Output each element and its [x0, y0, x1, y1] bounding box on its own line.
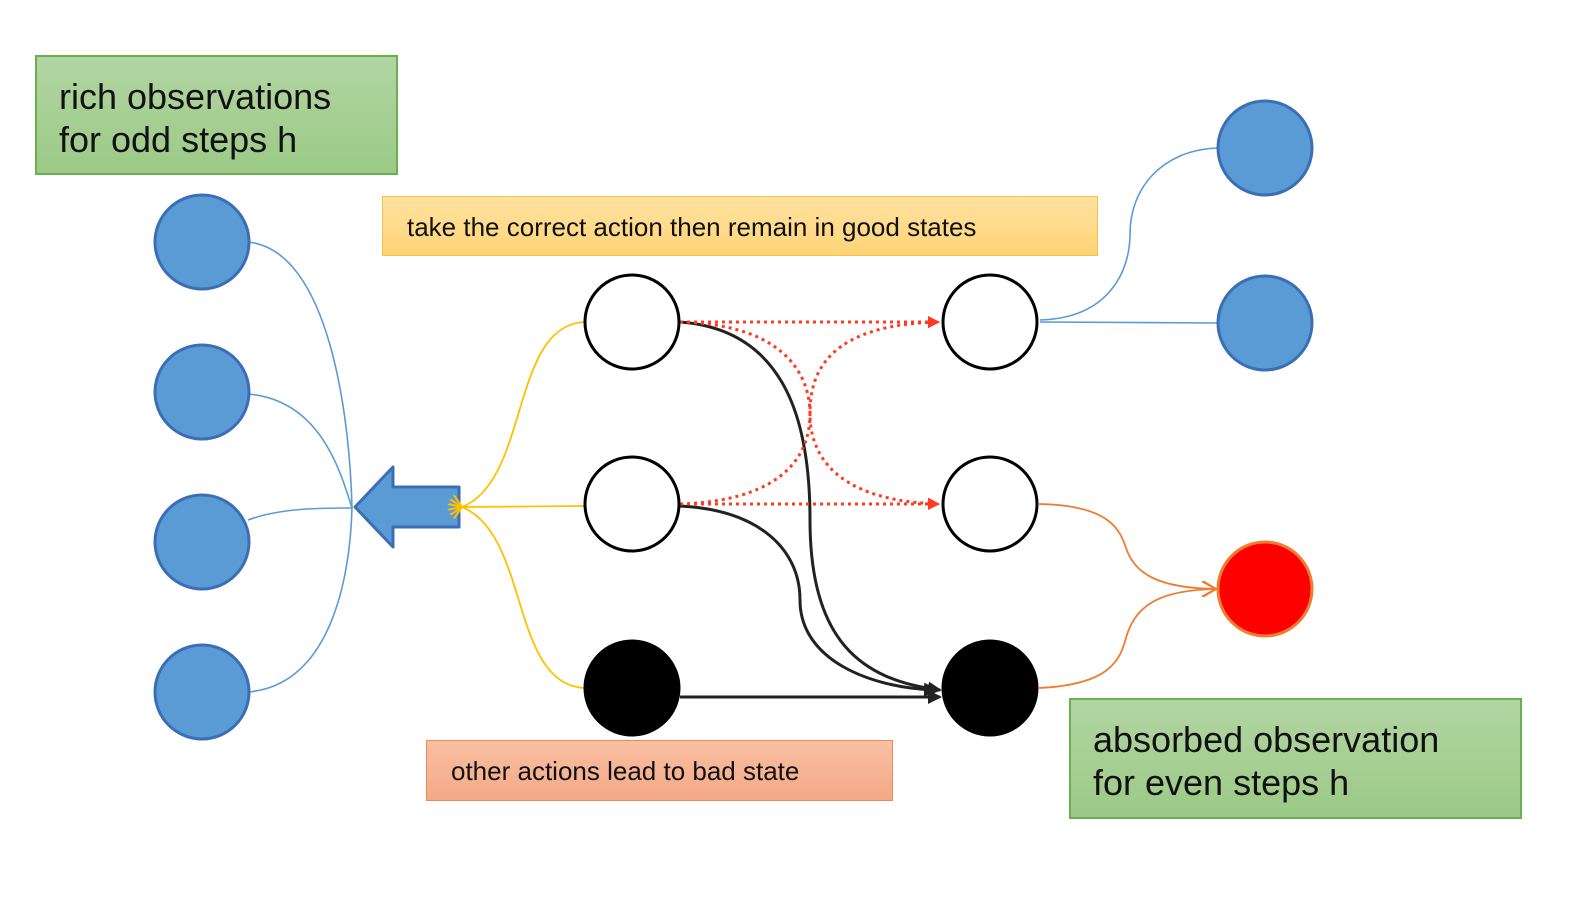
rich-observation-node	[153, 643, 251, 741]
left-emission-curves	[247, 241, 353, 693]
good-state-node	[941, 455, 1039, 553]
correct-transition-middle-top	[679, 316, 940, 506]
rich-observation-node	[153, 343, 251, 441]
orange-emission-curves	[1037, 503, 1216, 689]
emission-curve-2	[247, 393, 353, 509]
rich-observations-label: rich observations for odd steps h	[35, 55, 398, 175]
bad-actions-text: other actions lead to bad state	[451, 756, 800, 786]
yellow-emission-curves	[462, 321, 586, 689]
emission-curve-4	[247, 507, 353, 693]
right-emission-curves	[1039, 147, 1219, 324]
rich-observations-line-1: rich observations	[59, 76, 332, 117]
correct-transition-top-middle	[679, 320, 940, 510]
second-layer-states	[941, 273, 1039, 737]
rich-observation-nodes	[153, 193, 251, 741]
emission-yellow-bottom	[462, 507, 586, 689]
bad-transition-top	[679, 320, 942, 696]
left-arrow-icon	[353, 465, 461, 549]
absorbed-observation-node	[1216, 540, 1314, 638]
emission-curve-1	[247, 241, 353, 509]
bad-state-node	[941, 639, 1039, 737]
emission-orange-top	[1037, 503, 1216, 589]
good-state-node	[583, 273, 681, 371]
rich-observations-line-2: for odd steps h	[59, 119, 298, 160]
bad-transition-middle	[679, 504, 938, 697]
emission-orange-bottom	[1037, 589, 1216, 689]
good-state-node	[583, 455, 681, 553]
emission-curve-right-middle	[1039, 321, 1219, 324]
rich-observation-node	[153, 493, 251, 591]
correct-transitions	[679, 316, 940, 510]
bad-transitions	[679, 320, 942, 704]
rich-observation-node	[1216, 99, 1314, 197]
absorbed-observation-line-2: for even steps h	[1093, 762, 1350, 803]
emission-curve-3	[247, 507, 353, 521]
correct-action-text: take the correct action then remain in g…	[407, 212, 977, 242]
bad-actions-label: other actions lead to bad state	[426, 740, 893, 801]
rich-observation-node	[1216, 274, 1314, 372]
good-state-node	[941, 273, 1039, 371]
even-observation-nodes	[1216, 99, 1314, 638]
emission-yellow-top	[462, 321, 586, 507]
emission-curve-right-top	[1039, 147, 1219, 321]
bad-state-node	[583, 639, 681, 737]
emission-yellow-middle	[462, 506, 586, 507]
first-layer-states	[583, 273, 681, 737]
correct-action-label: take the correct action then remain in g…	[382, 196, 1098, 256]
absorbed-observation-line-1: absorbed observation	[1093, 719, 1440, 760]
rich-observation-node	[153, 193, 251, 291]
absorbed-observation-label: absorbed observation for even steps h	[1069, 698, 1522, 819]
